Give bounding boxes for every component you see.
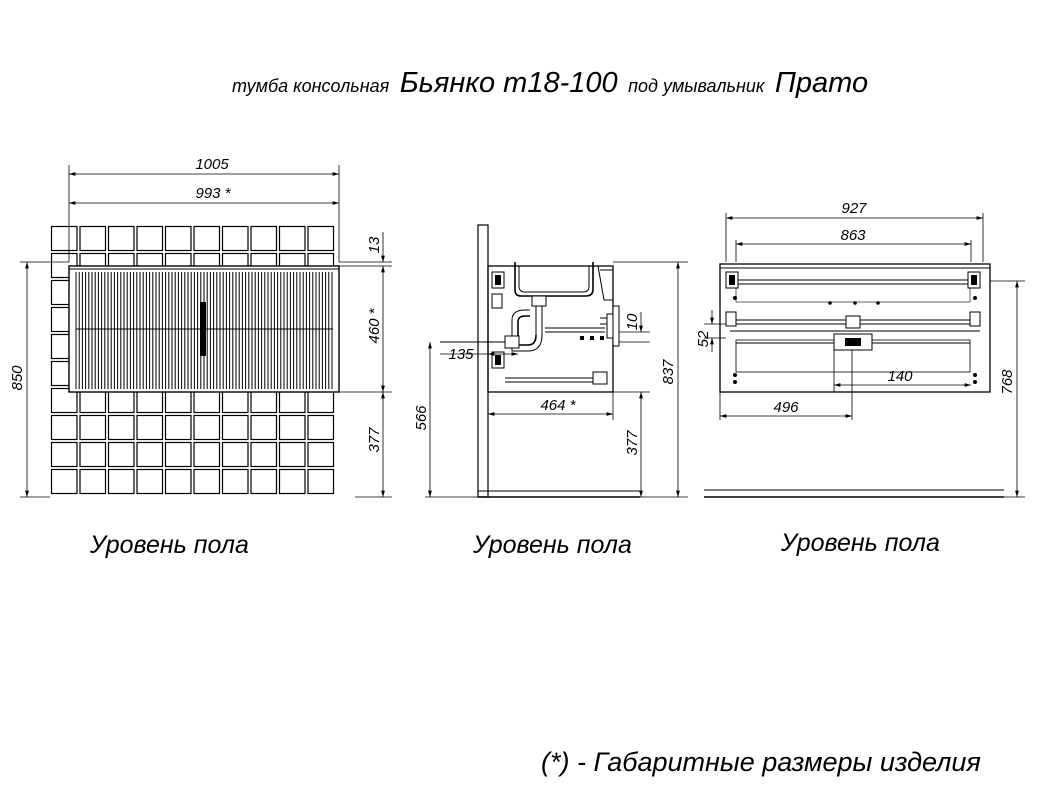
wall-tile <box>107 414 135 441</box>
wall-tile <box>79 468 107 495</box>
front-view: 1005 993 * 13 460 * 377 850 Уровень пола <box>9 156 392 559</box>
wall-tile <box>278 441 306 468</box>
wall-tile <box>136 225 164 252</box>
wall-tile <box>50 387 78 414</box>
footnote: (*) - Габаритные размеры изделия <box>541 747 981 777</box>
wall-tile <box>136 468 164 495</box>
dim-side-floor-gap: 377 <box>624 430 641 456</box>
wall-tile <box>79 441 107 468</box>
dim-rear-height: 768 <box>999 369 1016 395</box>
wall-tile <box>221 225 249 252</box>
dim-front-width-overall: 993 * <box>195 185 231 202</box>
wall-tile <box>164 441 192 468</box>
dim-side-depth: 464 * <box>540 397 576 414</box>
wall-tile <box>193 414 221 441</box>
wall-tile <box>107 441 135 468</box>
wall-tile <box>50 414 78 441</box>
title-prefix: тумба консольная <box>232 76 390 96</box>
wall-tile <box>107 468 135 495</box>
wall-tile <box>50 468 78 495</box>
wall-tile <box>278 414 306 441</box>
wall-tile <box>307 414 335 441</box>
dim-drain-height: 566 <box>413 405 430 431</box>
title-middle: под умывальник <box>628 76 766 96</box>
dim-side-total-height: 837 <box>660 359 677 385</box>
dim-drain-offset: 140 <box>887 368 913 385</box>
wall-tile <box>50 441 78 468</box>
wall <box>477 224 489 498</box>
wall-tile <box>136 441 164 468</box>
dim-total-height: 850 <box>9 365 26 391</box>
title-model: Бьянко т18-100 <box>400 67 618 99</box>
wall-tile <box>307 441 335 468</box>
wall-tile <box>193 468 221 495</box>
siphon <box>440 295 547 352</box>
drawing-title: тумба консольная Бьянко т18-100 под умыв… <box>232 67 868 99</box>
floor-label-front: Уровень пола <box>89 531 249 559</box>
fluted-facade <box>75 272 333 389</box>
wall-tile <box>221 441 249 468</box>
dim-drain-center: 496 <box>773 399 799 416</box>
cabinet-rear <box>719 263 991 393</box>
floor-label-side: Уровень пола <box>472 531 632 559</box>
wall-tile <box>164 468 192 495</box>
dim-front-height: 460 * <box>366 307 383 343</box>
wall-tile <box>136 414 164 441</box>
wall-tile <box>221 468 249 495</box>
wall-tile <box>250 441 278 468</box>
wall-tile <box>221 414 249 441</box>
wall-tile <box>107 225 135 252</box>
dim-rail-height: 52 <box>695 330 712 347</box>
wall-tile <box>307 225 335 252</box>
wall-tile <box>164 414 192 441</box>
wall-tile <box>79 225 107 252</box>
floor-label-rear: Уровень пола <box>780 529 940 557</box>
dim-top-thickness: 13 <box>366 236 383 253</box>
wall-tile <box>250 225 278 252</box>
rear-view: 927 863 52 140 496 768 Уровень пола <box>695 200 1025 557</box>
wall-tile <box>193 441 221 468</box>
dim-front-width: 1005 <box>195 156 229 173</box>
dim-rear-inner-width: 863 <box>840 227 866 244</box>
dim-rear-width: 927 <box>841 200 867 217</box>
wall-tile <box>278 225 306 252</box>
sink <box>514 262 594 297</box>
wall-tile <box>250 414 278 441</box>
wall-tile <box>79 414 107 441</box>
title-sink: Прато <box>775 67 868 99</box>
wall-tile <box>164 225 192 252</box>
wall-tile <box>50 225 78 252</box>
wall-tile <box>193 225 221 252</box>
wall-tile <box>278 468 306 495</box>
dim-siphon-offset: 135 <box>448 346 474 363</box>
wall-tile <box>307 468 335 495</box>
side-view: 837 377 10 135 566 464 * Уровень пола <box>413 224 688 559</box>
wall-tile <box>250 468 278 495</box>
dim-side-panel: 10 <box>624 313 641 330</box>
handle <box>200 302 206 356</box>
dim-floor-gap: 377 <box>366 427 383 453</box>
